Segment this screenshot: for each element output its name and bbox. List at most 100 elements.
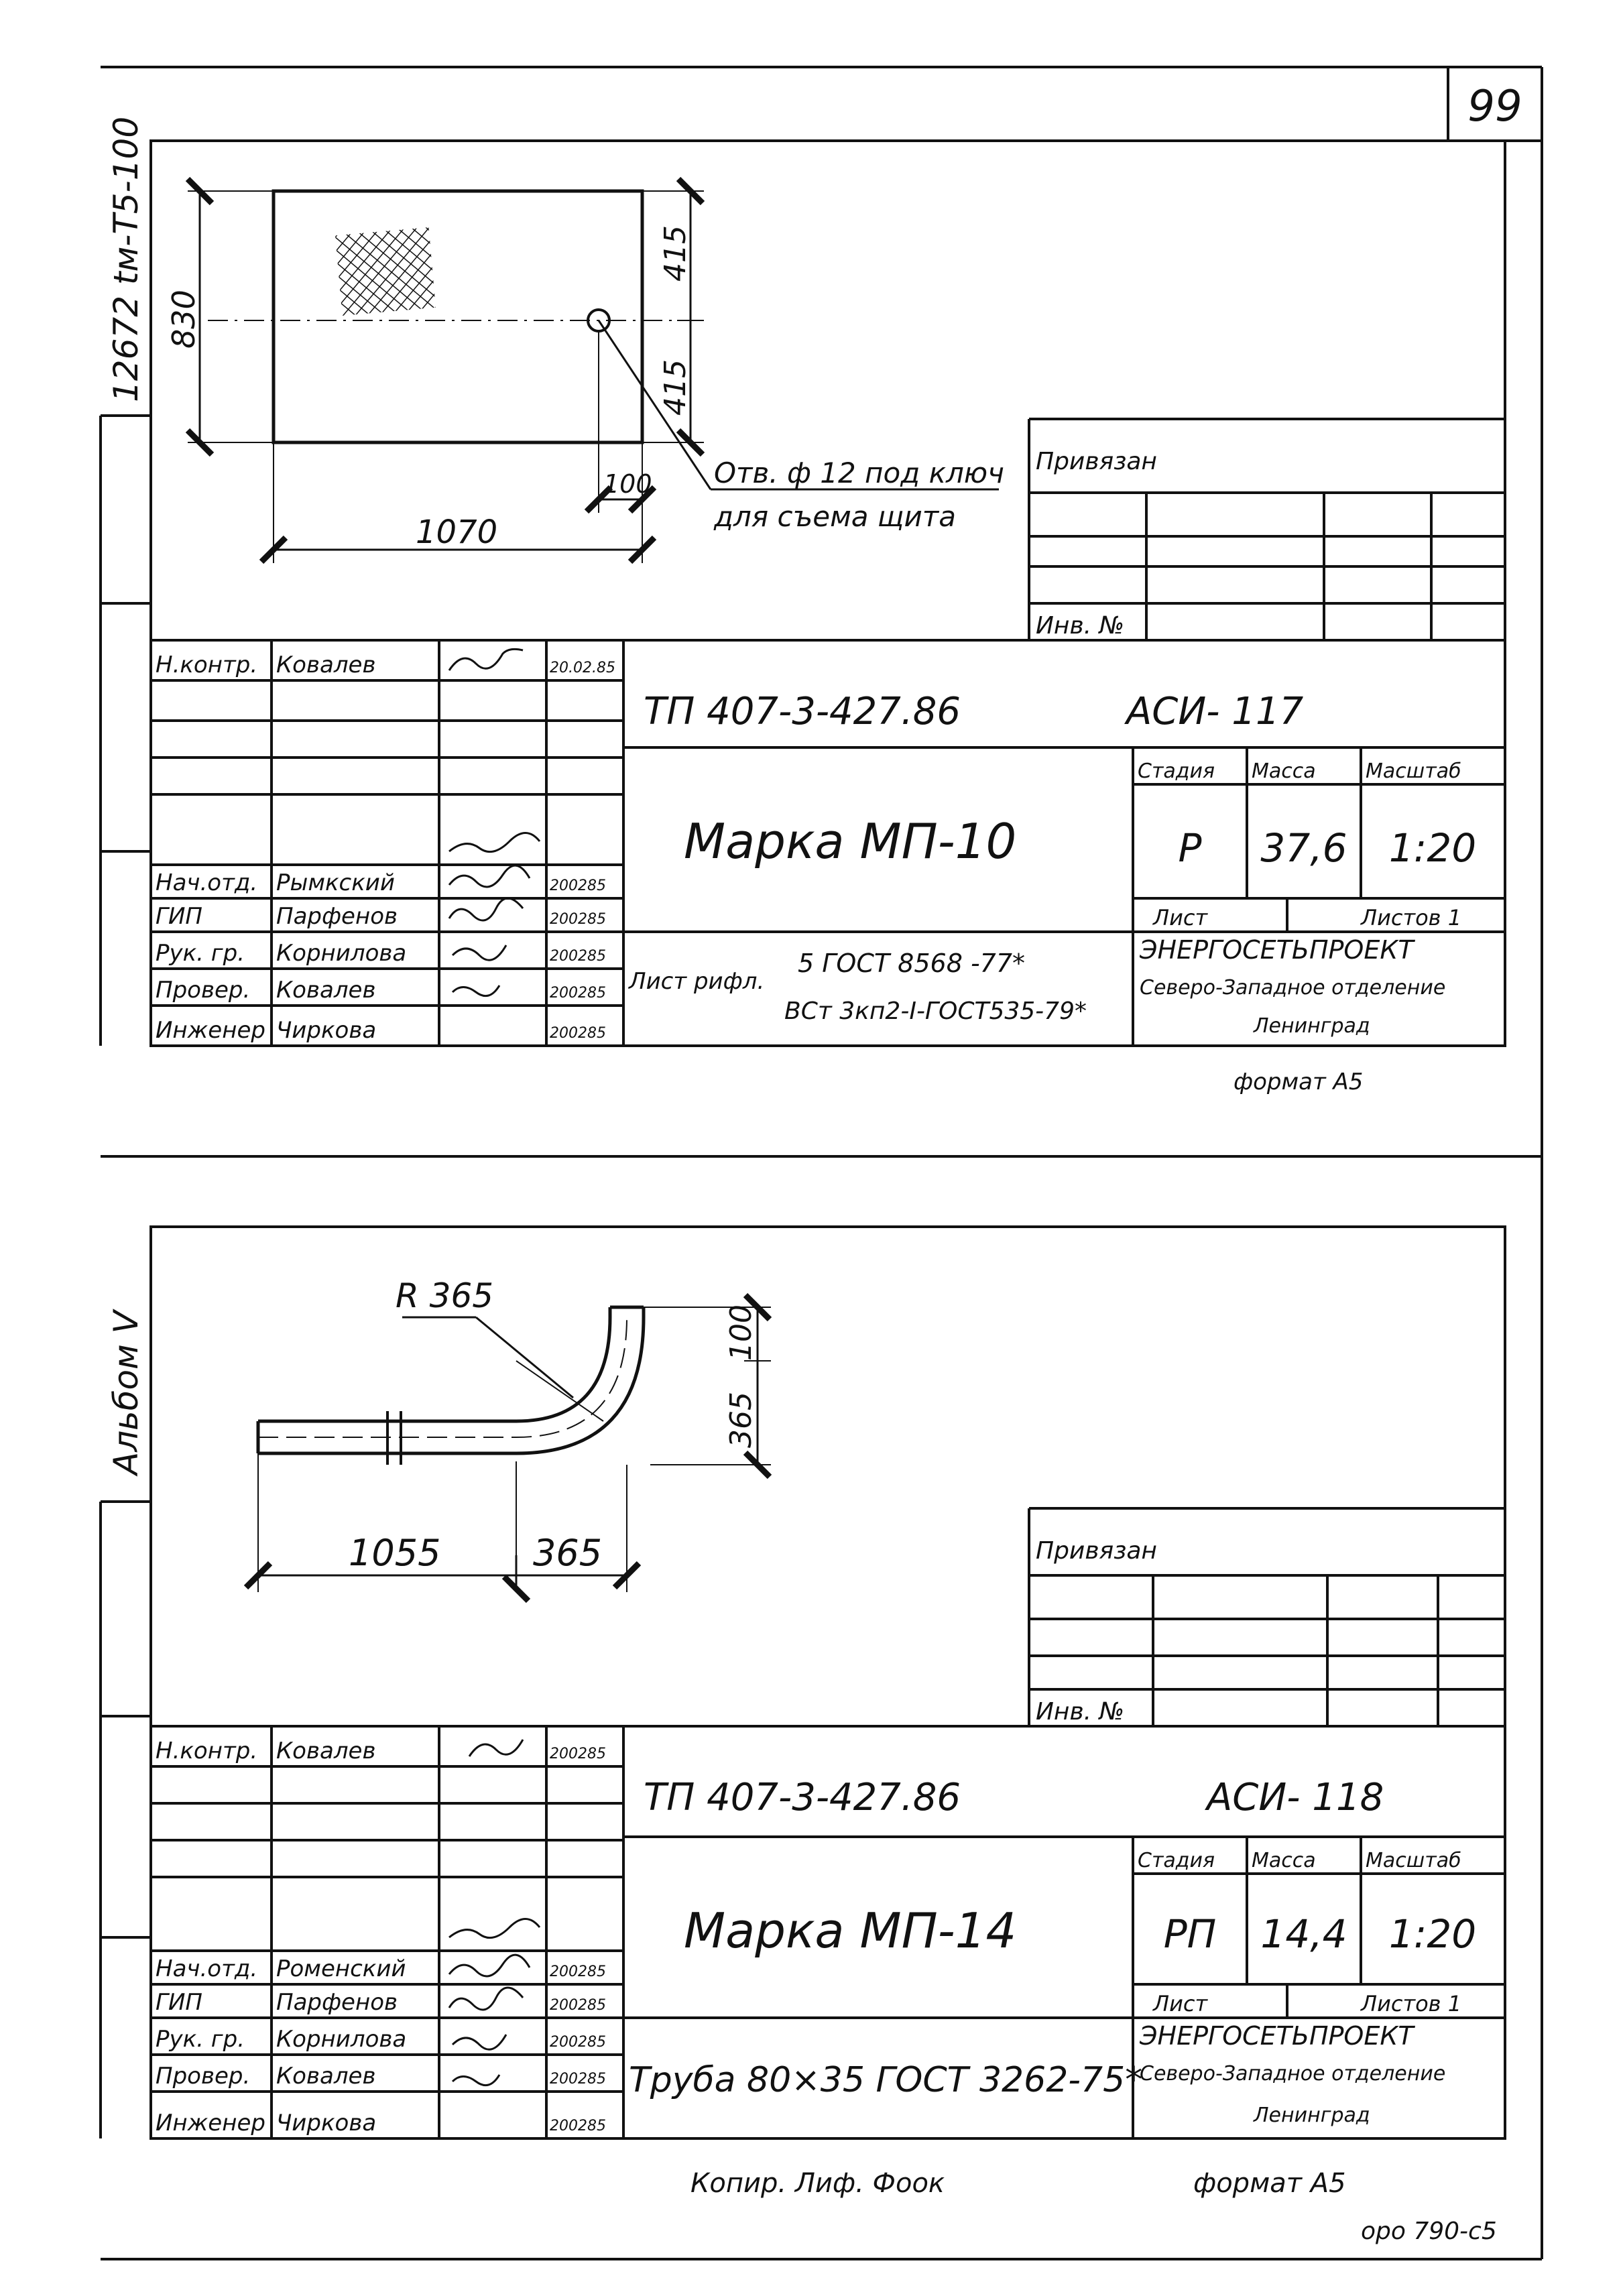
sheet1-material-prefix: Лист рифл.: [627, 968, 764, 995]
sheet2-stamp-date: 200285: [550, 1997, 606, 2014]
sheet1-stamp-name: Корнилова: [276, 940, 406, 967]
sheet2-material: Труба 80×35 ГОСТ 3262-75*: [629, 2060, 1142, 2100]
sheet1-stamp-name: Ковалев: [276, 977, 376, 1004]
sheet1-stamp-role: Рук. гр.: [156, 940, 245, 967]
sheet1-material-2: ВСт 3кп2-I-ГОСТ535-79*: [784, 998, 1087, 1025]
sheet1-material-1: 5 ГОСТ 8568 -77*: [798, 949, 1025, 978]
sheet2-dim-365-horiz: 365: [533, 1532, 602, 1574]
sheet2-pipe: [256, 1305, 646, 1465]
sheet1-stamp-date: 200285: [550, 911, 606, 928]
sheet2-stage-label: Стадия: [1138, 1849, 1215, 1872]
sheet1-binding-table: [1028, 418, 1505, 640]
page-number: 99: [1467, 82, 1522, 131]
sheet1-stamp-date: 200285: [550, 878, 606, 894]
sheet1-dim-830: 830: [166, 290, 202, 349]
sheet2-stamp-name: Роменский: [276, 1955, 406, 1982]
sheet1-scale-label: Масштаб: [1366, 760, 1461, 783]
sheet2-stage: РП: [1164, 1911, 1217, 1957]
sheet1-dim-415-bottom: 415: [658, 359, 693, 416]
sheet2-dim-365-vert: 365: [724, 1392, 758, 1448]
sheet1-dim-415-top: 415: [658, 225, 693, 282]
sheet2-stamp-role: Нач.отд.: [156, 1955, 257, 1982]
sheet1-dim-100: 100: [603, 469, 652, 499]
sheet2-inv-label: Инв. №: [1036, 1698, 1124, 1726]
sheet2-stamp-role: Провер.: [156, 2063, 250, 2090]
sheet2-project-code: ТП 407-3-427.86: [644, 1776, 961, 1819]
album-label: Альбом V: [107, 1308, 145, 1477]
sheet1-sheets-label: Листов 1: [1360, 905, 1461, 930]
sheet1-stamp-role: ГИП: [156, 903, 202, 930]
sheet2-stamp-role: Инженер: [156, 2110, 265, 2136]
sheet2-mass-label: Масса: [1252, 1849, 1316, 1872]
sheet1-scale: 1:20: [1389, 825, 1476, 871]
sheet1-stamp-name: Чиркова: [276, 1017, 376, 1044]
sheet2-frame: [149, 1225, 1506, 2140]
sheet2-dim-100: 100: [724, 1305, 758, 1361]
sheet2-stamp-name: Чиркова: [276, 2110, 376, 2136]
sheet1-stamp-date: 200285: [550, 1025, 606, 1042]
sheet2-binding-title: Привязан: [1036, 1537, 1157, 1565]
sheet1-mass: 37,6: [1260, 825, 1347, 871]
sheet1-hole: [587, 308, 611, 333]
sheet1-org-3: Ленинград: [1253, 1014, 1370, 1038]
signatures: [448, 648, 541, 2087]
sheet2-stamp-role: Рук. гр.: [156, 2026, 245, 2053]
sheet1-mesh-hatch: [335, 227, 436, 316]
sheet1-org-2: Северо-Западное отделение: [1140, 976, 1445, 1000]
bottom-code: оро 790-с5: [1361, 2218, 1497, 2245]
sheet2-stamp-table: [151, 1725, 1505, 2138]
copy-note: Копир. Лиф. Фоок: [690, 2168, 945, 2199]
side-code: 12672 tм-T5-100: [107, 117, 145, 402]
sheet1-stamp-name: Рымкский: [276, 869, 395, 896]
sheet1-stamp-name: Ковалев: [276, 652, 376, 678]
sheet1-stamp-date: 200285: [550, 948, 606, 965]
sheet2-stamp-date: 200285: [550, 2118, 606, 2134]
sheet2-stamp-name: Парфенов: [276, 1989, 398, 2016]
sheet2-stamp-name: Корнилова: [276, 2026, 406, 2053]
sheet2-scale-label: Масштаб: [1366, 1849, 1461, 1872]
sheet2-doc-code: АСИ- 118: [1205, 1776, 1384, 1819]
sheet1-format: формат А5: [1234, 1069, 1363, 1095]
sheet2-stamp-date: 200285: [550, 2034, 606, 2051]
sheet2-org-1: ЭНЕРГОСЕТЬПРОЕКТ: [1139, 2021, 1415, 2051]
sheet1-org-1: ЭНЕРГОСЕТЬПРОЕКТ: [1139, 935, 1415, 965]
sheet2-stamp-date: 200285: [550, 2071, 606, 2088]
sheet2-org-3: Ленинград: [1253, 2104, 1370, 2127]
sheet2-org-2: Северо-Западное отделение: [1140, 2062, 1445, 2086]
sheet1-title: Марка МП-10: [684, 813, 1016, 869]
sheet1-dim-1070: 1070: [416, 513, 497, 551]
sheet1-mass-label: Масса: [1252, 760, 1316, 783]
sheet2-stamp-date: 200285: [550, 1746, 606, 1762]
sheet1-hole-note-2: для съема щита: [713, 500, 956, 533]
sheet1-stamp-name: Парфенов: [276, 903, 398, 930]
sheet1-stamp-role: Инженер: [156, 1017, 265, 1044]
sheet1-project-code: ТП 407-3-427.86: [644, 690, 961, 733]
sheet2-sheets-label: Листов 1: [1360, 1991, 1461, 2016]
sheet2-stamp-date: 200285: [550, 1963, 606, 1980]
sheet1-frame: [149, 139, 1506, 1047]
sheet2-stamp-name: Ковалев: [276, 1738, 376, 1764]
sheet2-binding-table: [1028, 1507, 1505, 1726]
sheet1-stamp-date: 20.02.85: [550, 660, 615, 676]
sheet2-title: Марка МП-14: [684, 1902, 1016, 1959]
sheet1-stamp-role: Нач.отд.: [156, 869, 257, 896]
sheet1-inv-label: Инв. №: [1036, 612, 1124, 640]
sheet2-format: формат А5: [1193, 2168, 1346, 2199]
sheet2-stamp-role: ГИП: [156, 1989, 202, 2016]
sheet1-stamp-role: Провер.: [156, 977, 250, 1004]
sheet1-panel: [272, 189, 644, 444]
sheet1-doc-code: АСИ- 117: [1124, 690, 1304, 733]
sheet1-hole-note-1: Отв. ф 12 под ключ: [714, 457, 1004, 489]
sheet2-sheet-label: Лист: [1152, 1991, 1208, 2016]
sheet2-radius: R 365: [396, 1276, 493, 1315]
sheet1-stamp-role: Н.контр.: [156, 652, 257, 678]
sheet1-binding-title: Привязан: [1036, 448, 1157, 475]
sheet2-scale: 1:20: [1389, 1911, 1476, 1957]
sheet1-stage-label: Стадия: [1138, 760, 1215, 783]
sheet1-stamp-table: [151, 639, 1505, 1046]
sheet2-mass: 14,4: [1260, 1911, 1347, 1957]
sheet2-stamp-role: Н.контр.: [156, 1738, 257, 1764]
sheet2-dim-1055: 1055: [349, 1532, 440, 1574]
sheet1-stamp-date: 200285: [550, 985, 606, 1002]
